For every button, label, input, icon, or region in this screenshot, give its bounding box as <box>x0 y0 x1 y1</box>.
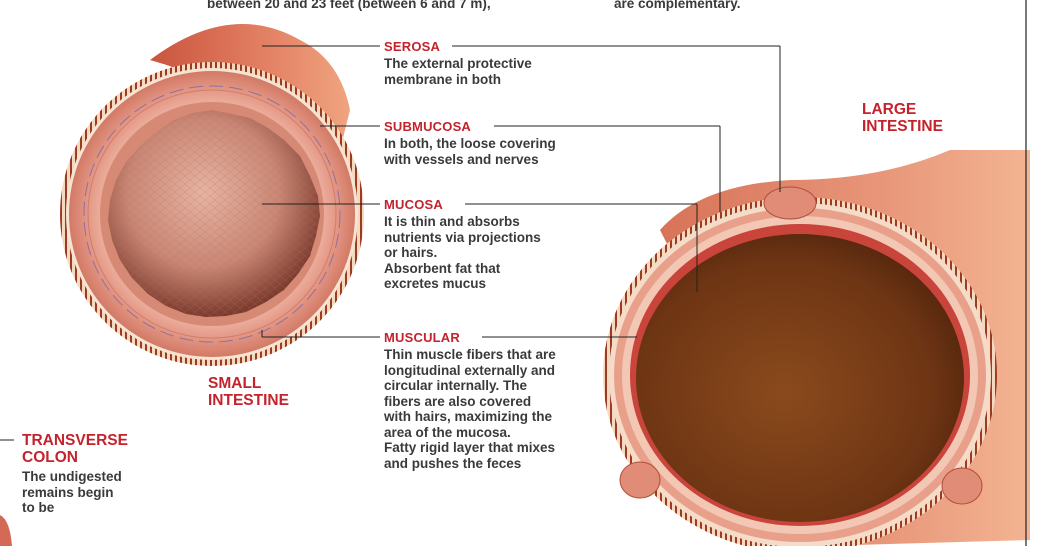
muscular-heading: MUSCULAR <box>384 330 609 345</box>
intro-text-left: between 20 and 23 feet (between 6 and 7 … <box>207 0 491 12</box>
serosa-heading: SEROSA <box>384 39 594 54</box>
small-intestine-label: SMALL INTESTINE <box>208 375 289 409</box>
serosa-label: SEROSA The external protective membrane … <box>384 39 594 87</box>
muscular-label: MUSCULAR Thin muscle fibers that are lon… <box>384 330 609 471</box>
serosa-description: The external protective membrane in both <box>384 56 594 87</box>
transverse-colon-label: TRANSVERSE COLON The undigested remains … <box>22 432 182 516</box>
large-intestine-label: LARGE INTESTINE <box>862 101 943 135</box>
mucosa-description: It is thin and absorbs nutrients via pro… <box>384 214 604 292</box>
mucosa-label: MUCOSA It is thin and absorbs nutrients … <box>384 197 604 292</box>
transverse-colon-description: The undigested remains begin to be <box>22 469 182 516</box>
submucosa-heading: SUBMUCOSA <box>384 119 604 134</box>
transverse-colon-heading: TRANSVERSE COLON <box>22 432 182 466</box>
muscular-description: Thin muscle fibers that are longitudinal… <box>384 347 609 471</box>
submucosa-label: SUBMUCOSA In both, the loose covering wi… <box>384 119 604 167</box>
submucosa-description: In both, the loose covering with vessels… <box>384 136 604 167</box>
mucosa-heading: MUCOSA <box>384 197 604 212</box>
intro-text-right: are complementary. <box>614 0 741 12</box>
